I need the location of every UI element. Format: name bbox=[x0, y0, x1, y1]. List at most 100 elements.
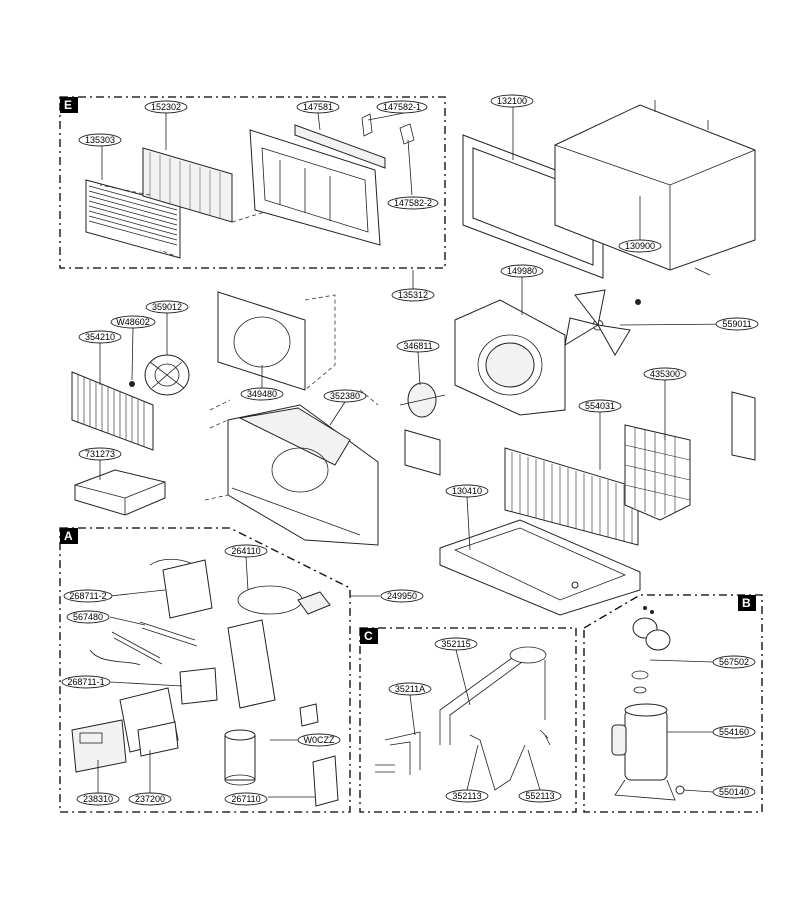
label-oval-554160 bbox=[712, 725, 756, 739]
section-b-letter: B bbox=[742, 596, 751, 610]
label-oval-552113 bbox=[518, 789, 562, 803]
part-number-264110: 264110 bbox=[231, 546, 260, 556]
capacitor-part bbox=[224, 729, 256, 786]
label-oval-354210 bbox=[78, 330, 122, 344]
relay-part bbox=[312, 755, 339, 807]
display-panel-part bbox=[71, 719, 127, 773]
control-board-lower-part bbox=[179, 667, 218, 705]
part-number-152302: 152302 bbox=[151, 102, 181, 112]
section-a-letter: A bbox=[64, 529, 73, 543]
middle-assembly-group: 359012 W48602 354210 349480 346811 35238… bbox=[71, 264, 759, 616]
clamp-part bbox=[299, 703, 319, 727]
part-number-354210: 354210 bbox=[85, 332, 115, 342]
label-oval-130410 bbox=[445, 484, 489, 498]
label-oval-359012 bbox=[145, 300, 189, 314]
tubing-parts bbox=[375, 646, 551, 791]
label-oval-731273 bbox=[78, 447, 122, 461]
leader-264110 bbox=[245, 556, 249, 591]
part-number-550140: 550140 bbox=[719, 787, 749, 797]
evaporator-part bbox=[71, 371, 154, 451]
part-number-249950: 249950 bbox=[387, 591, 417, 601]
part-number-147581: 147581 bbox=[303, 102, 333, 112]
leader-346811 bbox=[417, 351, 421, 386]
part-number-267110: 267110 bbox=[231, 794, 260, 804]
leader-352380 bbox=[329, 401, 346, 426]
label-oval-567502 bbox=[712, 655, 756, 669]
section-a-group: A bbox=[59, 527, 424, 813]
part-number-135303: 135303 bbox=[85, 135, 115, 145]
control-board-upper-part bbox=[162, 559, 213, 619]
label-oval-268711-2 bbox=[63, 589, 113, 603]
part-number-135312: 135312 bbox=[398, 290, 428, 300]
leader-567480 bbox=[109, 616, 146, 626]
fan-motor-part bbox=[399, 382, 446, 476]
section-a-tag bbox=[60, 528, 78, 544]
label-oval-267110 bbox=[224, 792, 268, 806]
label-oval-W48602 bbox=[110, 315, 156, 329]
part-number-435300: 435300 bbox=[650, 369, 680, 379]
part-number-559011: 559011 bbox=[722, 319, 751, 329]
condenser-fan-part bbox=[564, 289, 631, 356]
part-number-554031: 554031 bbox=[585, 401, 615, 411]
label-oval-149980 bbox=[500, 264, 544, 278]
part-number-149980: 149980 bbox=[507, 266, 537, 276]
part-number-731273: 731273 bbox=[85, 449, 115, 459]
label-oval-135303 bbox=[78, 133, 122, 147]
section-c-tag bbox=[360, 628, 378, 644]
w48602-nut-part bbox=[129, 381, 135, 387]
leader-550140 bbox=[683, 789, 714, 793]
label-oval-559011 bbox=[715, 317, 759, 331]
leader-147581 bbox=[317, 112, 321, 131]
label-oval-346811 bbox=[396, 339, 440, 353]
part-number-567502: 567502 bbox=[719, 657, 749, 667]
part-number-132100: 132100 bbox=[497, 96, 527, 106]
leader-147582-1 bbox=[367, 112, 405, 121]
leader-552113 bbox=[527, 749, 541, 791]
clip-parts bbox=[361, 113, 415, 145]
part-number-237200: 237200 bbox=[135, 794, 165, 804]
part-number-552113: 552113 bbox=[525, 791, 554, 801]
label-oval-352113 bbox=[445, 789, 489, 803]
section-e-letter: E bbox=[64, 98, 72, 112]
label-oval-237200 bbox=[128, 792, 172, 806]
blower-wheel-part bbox=[144, 354, 190, 396]
label-oval-147581 bbox=[296, 100, 340, 114]
part-number-147582-2: 147582-2 bbox=[394, 198, 432, 208]
leader-147582-2 bbox=[407, 139, 413, 196]
leader-352115 bbox=[455, 649, 471, 706]
label-oval-147582-2 bbox=[387, 196, 439, 210]
part-number-130410: 130410 bbox=[452, 486, 482, 496]
side-bracket-part bbox=[731, 391, 756, 461]
leader-567502 bbox=[649, 659, 714, 663]
label-oval-238310 bbox=[76, 792, 120, 806]
sensor-cable-part bbox=[237, 585, 303, 615]
label-oval-435300 bbox=[643, 367, 687, 381]
leader-268711-1 bbox=[109, 681, 183, 687]
leader-130410 bbox=[466, 496, 471, 551]
label-oval-352380 bbox=[323, 389, 367, 403]
label-oval-264110 bbox=[224, 544, 268, 558]
label-oval-152302 bbox=[144, 100, 188, 114]
section-e-group: E bbox=[59, 96, 446, 269]
coil-guard-part bbox=[624, 424, 691, 521]
label-oval-268711-1 bbox=[61, 675, 111, 689]
label-oval-135312 bbox=[391, 288, 435, 302]
part-number-147582-1: 147582-1 bbox=[383, 102, 421, 112]
front-panel-part bbox=[249, 124, 386, 246]
label-oval-550140 bbox=[712, 785, 756, 799]
label-oval-W0CZZ bbox=[297, 733, 341, 747]
label-oval-554031 bbox=[578, 399, 622, 413]
part-number-352380: 352380 bbox=[330, 391, 360, 401]
label-oval-132100 bbox=[490, 94, 534, 108]
part-number-352115: 352115 bbox=[441, 639, 470, 649]
label-oval-352115 bbox=[434, 637, 478, 651]
section-c-group: C 352115 35211A 352113 552113 bbox=[359, 627, 577, 813]
label-oval-130900 bbox=[618, 239, 662, 253]
part-number-554160: 554160 bbox=[719, 727, 749, 737]
part-number-567480: 567480 bbox=[73, 612, 103, 622]
part-number-349480: 349480 bbox=[247, 389, 277, 399]
foam-block-part bbox=[74, 469, 166, 516]
indoor-shroud-part bbox=[227, 404, 379, 546]
section-e-tag bbox=[60, 97, 78, 113]
